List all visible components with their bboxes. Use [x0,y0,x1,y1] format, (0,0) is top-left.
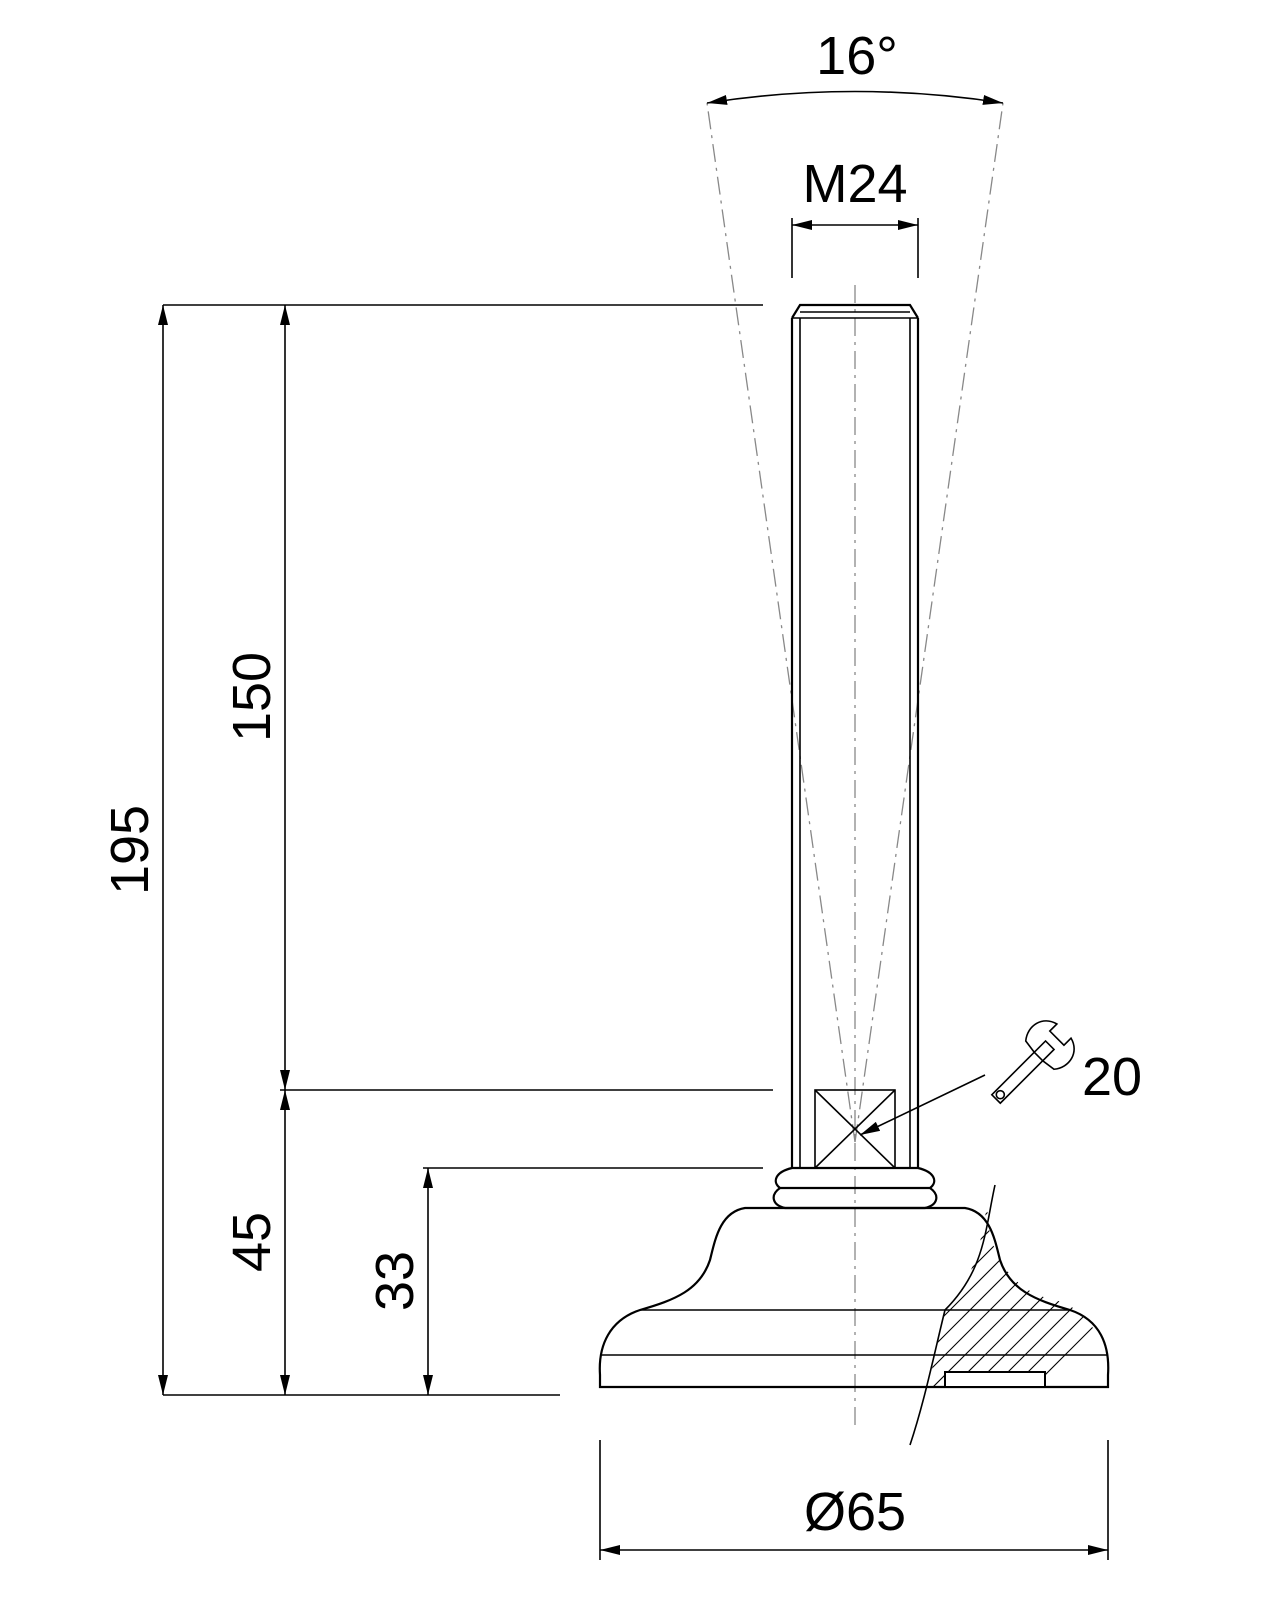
angle-dimension: 16° [706,26,1004,1143]
total-height-label: 195 [100,805,160,895]
wrench-size-label: 20 [1082,1047,1142,1107]
diameter-dimension: Ø65 [599,1440,1109,1560]
pad-height-label: 33 [365,1251,425,1311]
thread-label: M24 [802,154,907,214]
dimension-45: 45 [222,1090,290,1395]
angle-label: 16° [816,26,898,86]
diameter-label: Ø65 [804,1482,906,1542]
dimension-33: 33 [365,1168,433,1395]
wrench-flat [814,1089,896,1169]
dimension-150: 150 [222,305,290,1090]
threaded-stud [790,303,920,1168]
thread-dimension: M24 [791,154,919,278]
wrench-icon [990,1020,1075,1105]
dimension-195: 195 [100,305,168,1395]
base-pad [598,1184,1110,1446]
base-insert [944,1371,1046,1388]
thread-length-label: 150 [222,652,282,742]
wrench-callout: 20 [859,1020,1142,1136]
base-height-label: 45 [222,1212,282,1272]
